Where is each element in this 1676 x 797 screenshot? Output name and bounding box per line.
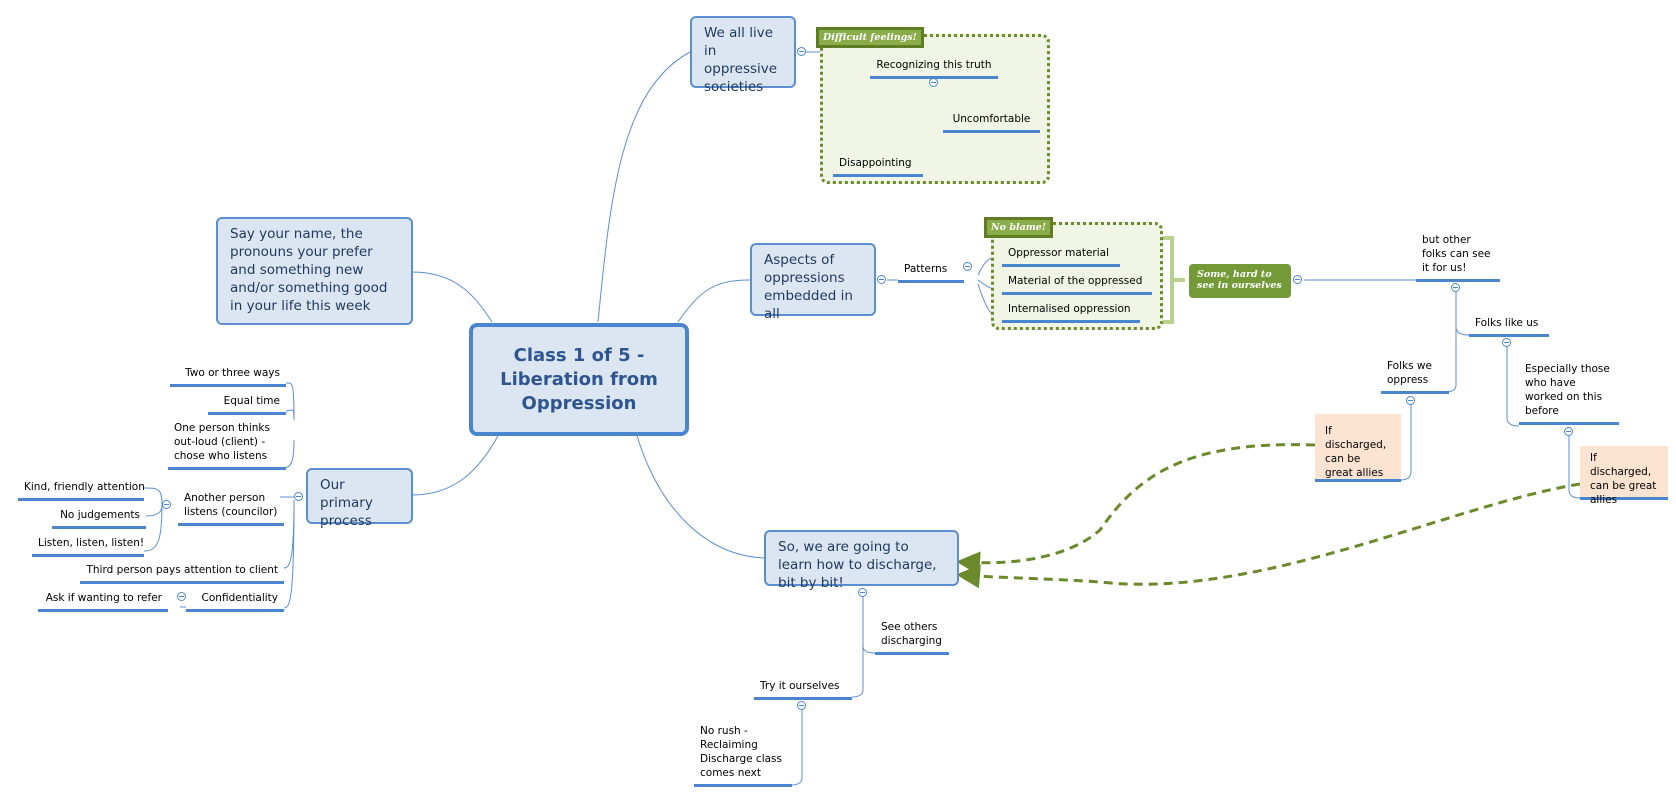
connector bbox=[791, 709, 803, 786]
topic-say-your-name[interactable]: Say your name, the pronouns your prefer … bbox=[216, 217, 413, 325]
connector bbox=[145, 504, 163, 517]
listener-item-kind-attention[interactable]: Kind, friendly attention bbox=[18, 480, 145, 501]
subtopic-allies-1[interactable]: If discharged, can be great allies bbox=[1315, 414, 1401, 482]
connector bbox=[143, 504, 163, 552]
subtopic-disappointing[interactable]: Disappointing bbox=[833, 156, 923, 177]
boundary-no-blame bbox=[991, 222, 1163, 330]
collapse-toggle-icon[interactable] bbox=[963, 262, 972, 271]
topic-primary-process[interactable]: Our primary process bbox=[306, 468, 413, 529]
process-item-one-person-thinks[interactable]: One person thinks out-loud (client) - ch… bbox=[168, 421, 286, 470]
subtopic-uncomfortable[interactable]: Uncomfortable bbox=[943, 112, 1040, 133]
subtopic-see-others-discharging[interactable]: See others discharging bbox=[875, 620, 949, 655]
subtopic-recognizing-truth[interactable]: Recognizing this truth bbox=[870, 58, 998, 79]
listener-item-no-judgements[interactable]: No judgements bbox=[52, 508, 146, 529]
connector bbox=[1399, 404, 1412, 481]
connector bbox=[677, 279, 751, 323]
subtopic-allies-2[interactable]: If discharged, can be great allies bbox=[1580, 446, 1668, 506]
central-topic[interactable]: Class 1 of 5 - Liberation from Oppressio… bbox=[469, 323, 689, 436]
connector bbox=[1506, 345, 1520, 427]
connector bbox=[283, 499, 295, 569]
process-item-third-person[interactable]: Third person pays attention to client bbox=[80, 563, 284, 584]
collapse-toggle-icon[interactable] bbox=[929, 78, 938, 87]
relationship-arrow bbox=[956, 443, 1316, 576]
collapse-toggle-icon[interactable] bbox=[1564, 427, 1573, 436]
connector bbox=[851, 596, 864, 698]
connector bbox=[411, 271, 493, 323]
subtopic-folks-like-us[interactable]: Folks like us bbox=[1469, 316, 1549, 337]
relationship-arrow bbox=[956, 482, 1581, 589]
collapse-toggle-icon[interactable] bbox=[797, 47, 806, 56]
topic-oppressive-societies[interactable]: We all live in oppressive societies bbox=[690, 16, 796, 95]
collapse-toggle-icon[interactable] bbox=[1406, 396, 1415, 405]
collapse-toggle-icon[interactable] bbox=[797, 701, 806, 710]
topic-discharge[interactable]: So, we are going to learn how to dischar… bbox=[764, 530, 959, 591]
connector bbox=[143, 487, 163, 506]
subtopic-material-of-oppressed[interactable]: Material of the oppressed bbox=[1002, 274, 1152, 295]
connector bbox=[635, 431, 765, 559]
subtopic-internalised-oppression[interactable]: Internalised oppression bbox=[1002, 302, 1140, 323]
central-topic-title: Class 1 of 5 - Liberation from Oppressio… bbox=[500, 344, 658, 414]
collapse-toggle-icon[interactable] bbox=[1293, 275, 1302, 284]
boundary-difficult-feelings bbox=[820, 34, 1050, 184]
summary-bracket bbox=[1163, 236, 1174, 324]
process-item-equal-time[interactable]: Equal time bbox=[208, 394, 286, 415]
collapse-toggle-icon[interactable] bbox=[877, 275, 886, 284]
collapse-toggle-icon[interactable] bbox=[162, 500, 171, 509]
listener-item-listen[interactable]: Listen, listen, listen! bbox=[32, 536, 144, 557]
topic-aspects-of-oppression[interactable]: Aspects of oppressions embedded in all bbox=[750, 243, 876, 322]
connector bbox=[597, 51, 691, 323]
subtopic-oppressor-material[interactable]: Oppressor material bbox=[1002, 246, 1120, 267]
connector bbox=[285, 409, 295, 421]
connector bbox=[1455, 290, 1470, 336]
subtopic-folks-we-oppress[interactable]: Folks we oppress bbox=[1381, 359, 1449, 394]
confidentiality-item-refer[interactable]: Ask if wanting to refer bbox=[38, 591, 168, 612]
boundary-title-difficult-feelings: Difficult feelings! bbox=[816, 27, 924, 48]
collapse-toggle-icon[interactable] bbox=[177, 592, 186, 601]
subtopic-especially-those[interactable]: Especially those who have worked on this… bbox=[1519, 362, 1619, 425]
boundary-title-no-blame: No blame! bbox=[984, 217, 1054, 238]
process-item-another-person-listens[interactable]: Another person listens (councilor) bbox=[178, 491, 284, 526]
subtopic-patterns[interactable]: Patterns bbox=[898, 262, 964, 283]
summary-hard-to-see[interactable]: Some, hard to see in ourselves bbox=[1189, 264, 1291, 298]
subtopic-try-it-ourselves[interactable]: Try it ourselves bbox=[754, 679, 852, 700]
collapse-toggle-icon[interactable] bbox=[294, 492, 303, 501]
connector bbox=[285, 382, 295, 421]
subtopic-no-rush[interactable]: No rush - Reclaiming Discharge class com… bbox=[694, 724, 792, 787]
connector bbox=[411, 431, 501, 496]
subtopic-but-other-folks[interactable]: but other folks can see it for us! bbox=[1416, 233, 1500, 282]
connector bbox=[1568, 434, 1581, 499]
connector bbox=[283, 499, 295, 609]
collapse-toggle-icon[interactable] bbox=[1451, 283, 1460, 292]
collapse-toggle-icon[interactable] bbox=[1502, 338, 1511, 347]
connector bbox=[862, 596, 876, 654]
collapse-toggle-icon[interactable] bbox=[858, 588, 867, 597]
process-item-confidentiality[interactable]: Confidentiality bbox=[186, 591, 284, 612]
process-item-two-or-three-ways[interactable]: Two or three ways bbox=[170, 366, 286, 387]
